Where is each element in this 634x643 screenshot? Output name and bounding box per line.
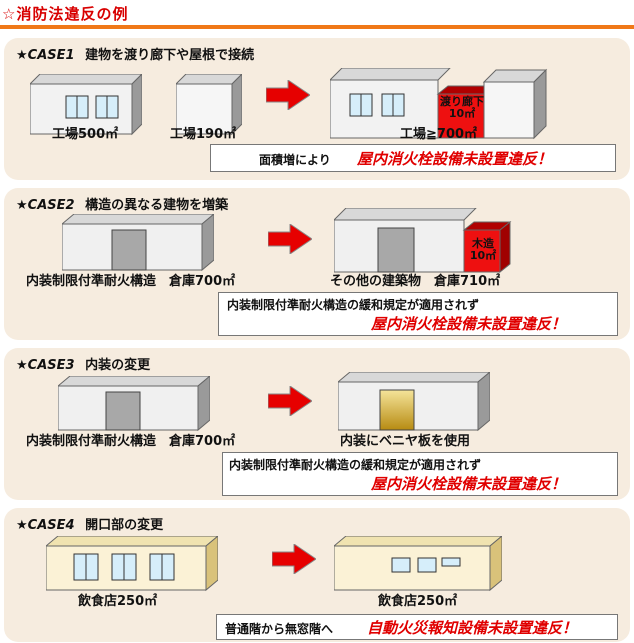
case1-factory-500-building — [30, 74, 142, 136]
case1-label: ★CASE1 — [16, 48, 75, 63]
case3-label: ★CASE3 — [16, 358, 75, 373]
case1-connected-factory-building — [330, 68, 548, 140]
case1-before-label-1: 工場500㎡ — [52, 127, 119, 142]
case2-note: 内装制限付準耐火構造の緩和規定が適用されず 屋内消火栓設備未設置違反！ — [218, 292, 618, 336]
case1-title: ★CASE1 建物を渡り廊下や屋根で接続 — [16, 44, 254, 63]
case3-panel: ★CASE3 内装の変更 内装制限付準耐火構造 倉庫700㎡ 内装にベニヤ板を使… — [4, 348, 630, 500]
case2-warehouse-building — [62, 214, 214, 272]
case4-restaurant-building — [46, 536, 218, 592]
case2-addition-name: 木造 — [472, 237, 494, 250]
case1-factory-190-building — [176, 74, 242, 136]
case1-before-label-2: 工場190㎡ — [170, 127, 237, 142]
right-arrow-icon — [268, 224, 312, 254]
right-arrow-icon — [266, 80, 310, 110]
title-underline — [0, 25, 634, 29]
case3-after-label: 内装にベニヤ板を使用 — [340, 434, 471, 449]
case3-note-violation: 屋内消火栓設備未設置違反！ — [371, 475, 567, 493]
case3-heading: 内装の変更 — [85, 358, 151, 373]
case4-label: ★CASE4 — [16, 518, 75, 533]
case3-warehouse-building — [58, 376, 210, 432]
case3-title: ★CASE3 内装の変更 — [16, 354, 150, 373]
case1-note-prefix: 面積増により — [259, 153, 331, 167]
case4-before-label: 飲食店250㎡ — [78, 594, 158, 609]
case3-before-label: 内装制限付準耐火構造 倉庫700㎡ — [26, 434, 236, 449]
case2-title: ★CASE2 構造の異なる建物を増築 — [16, 194, 228, 213]
case1-addition-area: 10㎡ — [448, 107, 476, 120]
case1-after-label: 工場≧700㎡ — [400, 127, 478, 142]
case2-heading: 構造の異なる建物を増築 — [85, 198, 229, 213]
case2-after-label: その他の建築物 倉庫710㎡ — [330, 274, 501, 289]
case1-panel: ★CASE1 建物を渡り廊下や屋根で接続 工場500㎡ 工場190㎡ 渡り廊下 … — [4, 38, 630, 180]
case1-note: 面積増により 屋内消火栓設備未設置違反！ — [210, 144, 616, 172]
case1-note-violation: 屋内消火栓設備未設置違反！ — [357, 150, 553, 168]
case4-note: 普通階から無窓階へ 自動火災報知設備未設置違反！ — [216, 614, 618, 640]
right-arrow-icon — [268, 386, 312, 416]
case4-title: ★CASE4 開口部の変更 — [16, 514, 163, 533]
case3-note: 内装制限付準耐火構造の緩和規定が適用されず 屋内消火栓設備未設置違反！ — [222, 452, 618, 496]
case2-note-line1: 内装制限付準耐火構造の緩和規定が適用されず — [227, 298, 480, 312]
case2-addition-label: 木造 10㎡ — [466, 238, 500, 262]
case4-heading: 開口部の変更 — [85, 518, 164, 533]
case4-windowless-restaurant-building — [334, 536, 502, 592]
case2-extended-warehouse-building — [334, 208, 512, 274]
case2-addition-area: 10㎡ — [469, 249, 497, 262]
case3-veneer-warehouse-building — [338, 372, 490, 432]
case3-note-line1: 内装制限付準耐火構造の緩和規定が適用されず — [229, 458, 482, 472]
case1-addition-name: 渡り廊下 — [440, 95, 484, 108]
case2-panel: ★CASE2 構造の異なる建物を増築 内装制限付準耐火構造 倉庫700㎡ 木造 … — [4, 188, 630, 340]
case2-label: ★CASE2 — [16, 198, 75, 213]
case1-heading: 建物を渡り廊下や屋根で接続 — [85, 48, 255, 63]
case1-addition-label: 渡り廊下 10㎡ — [440, 96, 484, 120]
right-arrow-icon — [272, 544, 316, 574]
case2-note-violation: 屋内消火栓設備未設置違反！ — [371, 315, 567, 333]
case2-before-label: 内装制限付準耐火構造 倉庫700㎡ — [26, 274, 236, 289]
page-title: ☆消防法違反の例 — [2, 5, 129, 23]
case4-note-prefix: 普通階から無窓階へ — [225, 622, 334, 636]
case4-note-violation: 自動火災報知設備未設置違反！ — [367, 619, 578, 637]
case4-after-label: 飲食店250㎡ — [378, 594, 458, 609]
case4-panel: ★CASE4 開口部の変更 飲食店250㎡ 飲食店250㎡ 普通階から無窓階へ … — [4, 508, 630, 642]
